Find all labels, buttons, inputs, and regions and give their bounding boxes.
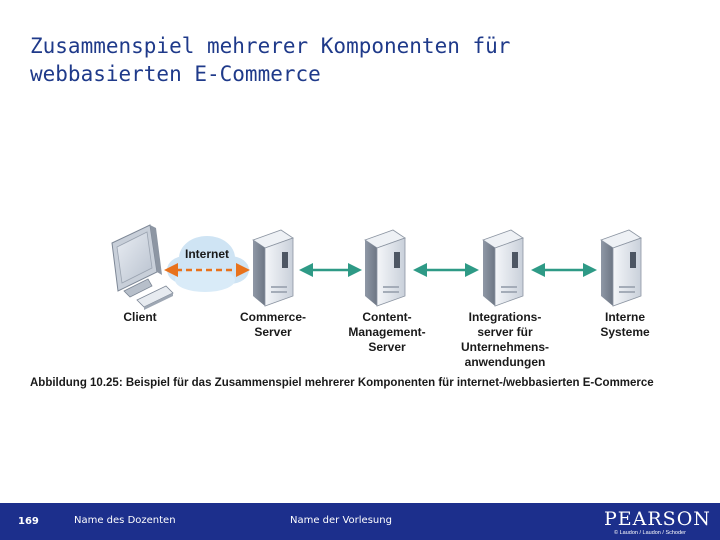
node-label-line: server für (477, 325, 533, 339)
node-label-line: Management- (348, 325, 426, 339)
node-label-commerce-server: Commerce- Server (227, 310, 319, 340)
node-label-line: Client (123, 310, 157, 324)
integration-server-icon (482, 229, 524, 307)
node-label-line: Commerce- (239, 310, 307, 324)
node-label-line: Interne (604, 310, 645, 324)
commerce-server-icon (252, 229, 294, 307)
lecturer-name: Name des Dozenten (74, 515, 176, 526)
architecture-diagram: Internet (111, 224, 642, 310)
slide-title-line-1: Zusammenspiel mehrerer Komponenten für (30, 34, 511, 58)
node-label-internal-systems: Interne Systeme (580, 310, 670, 340)
internal-systems-server-icon (600, 229, 642, 307)
node-label-line: Server (368, 340, 406, 354)
client-computer-icon (111, 224, 174, 310)
node-label-line: Content- (362, 310, 412, 324)
internet-label: Internet (185, 247, 229, 261)
slide-title: Zusammenspiel mehrerer Komponenten für w… (30, 32, 690, 88)
node-label-content-management-server: Content- Management- Server (337, 310, 437, 355)
copyright-text: © Laudon / Laudon / Schoder (614, 530, 686, 536)
connection-arrow-integration-internal (531, 263, 597, 277)
page-number: 169 (18, 516, 39, 527)
node-label-line: anwendungen (464, 355, 546, 369)
connection-arrow-cms-integration (413, 263, 479, 277)
node-label-line: Unternehmens- (460, 340, 549, 354)
slide-title-line-2: webbasierten E-Commerce (30, 62, 321, 86)
node-label-client: Client (100, 310, 180, 325)
node-label-line: Server (254, 325, 292, 339)
course-name: Name der Vorlesung (290, 515, 392, 526)
content-management-server-icon (364, 229, 406, 307)
internet-connection-arrow (164, 263, 250, 277)
footer-bar: 169 Name des Dozenten Name der Vorlesung… (0, 503, 720, 540)
figure-caption: Abbildung 10.25: Beispiel für das Zusamm… (30, 377, 654, 389)
node-label-line: Systeme (600, 325, 650, 339)
node-label-integration-server: Integrations- server für Unternehmens- a… (452, 310, 558, 370)
node-label-line: Integrations- (468, 310, 542, 324)
pearson-logo: PEARSON (604, 508, 711, 530)
connection-arrow-commerce-cms (299, 263, 362, 277)
